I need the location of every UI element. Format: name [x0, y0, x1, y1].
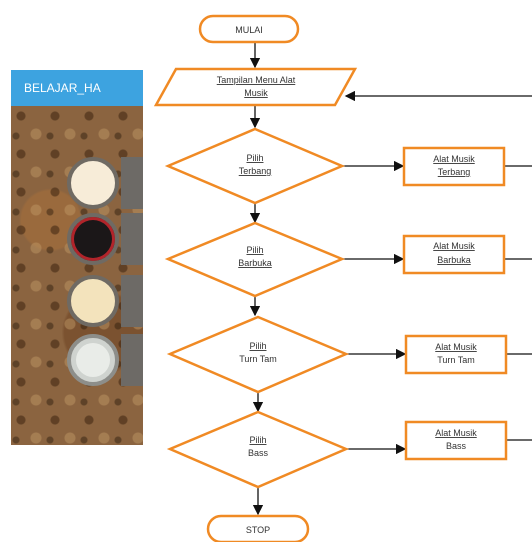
instrument-button-bass[interactable] [67, 334, 119, 386]
process-terbang [402, 146, 506, 187]
decision-turn-tam-line2: Turn Tam [239, 354, 277, 364]
menu-io-shape [153, 67, 358, 107]
menu-label-line2: Musik [244, 88, 268, 98]
start-label: MULAI [235, 25, 263, 35]
button-edge-2 [121, 213, 143, 265]
flow-connectors [249, 42, 532, 516]
button-edge-1 [121, 157, 143, 209]
process-terbang-line1: Alat Musik [433, 154, 475, 164]
start-terminator [198, 14, 300, 44]
instrument-button-turn-tam[interactable] [67, 275, 119, 327]
process-bass-line1: Alat Musik [435, 428, 477, 438]
process-terbang-line2: Terbang [438, 167, 471, 177]
process-barbuka [402, 234, 506, 275]
process-bass-line2: Bass [446, 441, 467, 451]
button-edge-3 [121, 275, 143, 327]
app-title: BELAJAR_HA [24, 81, 101, 95]
instrument-button-barbuka[interactable] [67, 213, 119, 265]
decision-terbang [164, 127, 346, 205]
decision-turn-tam [166, 315, 350, 394]
process-barbuka-line1: Alat Musik [433, 241, 475, 251]
decision-bass-line2: Bass [248, 448, 269, 458]
process-turn-tam-line2: Turn Tam [437, 355, 475, 365]
instrument-button-terbang[interactable] [67, 157, 119, 209]
decision-terbang-line2: Terbang [239, 166, 272, 176]
decision-barbuka-line1: Pilih [246, 245, 263, 255]
stop-label: STOP [246, 525, 270, 535]
decision-barbuka-line2: Barbuka [238, 258, 272, 268]
process-barbuka-line2: Barbuka [437, 255, 471, 265]
decision-turn-tam-line1: Pilih [249, 341, 266, 351]
stop-terminator [206, 514, 310, 542]
decision-terbang-line1: Pilih [246, 153, 263, 163]
decision-barbuka [164, 221, 346, 298]
process-turn-tam [404, 334, 508, 375]
decision-bass-line1: Pilih [249, 435, 266, 445]
process-bass [404, 420, 508, 461]
app-screenshot: BELAJAR_HA [11, 70, 143, 445]
process-turn-tam-line1: Alat Musik [435, 342, 477, 352]
app-title-bar: BELAJAR_HA [11, 70, 143, 106]
button-edge-4 [121, 334, 143, 386]
decision-bass [166, 410, 350, 489]
menu-label-line1: Tampilan Menu Alat [217, 75, 296, 85]
